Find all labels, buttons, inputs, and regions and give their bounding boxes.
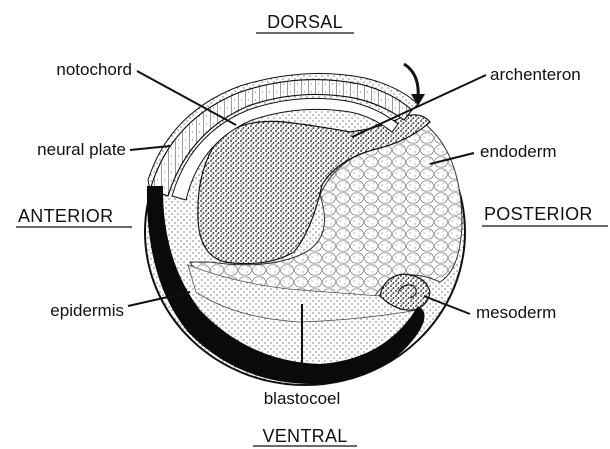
archenteron-label: archenteron xyxy=(490,65,581,84)
dorsal-label: DORSAL xyxy=(267,12,343,32)
blastocoel-label: blastocoel xyxy=(264,389,341,408)
neural-plate-label: neural plate xyxy=(37,140,126,159)
mesoderm-label: mesoderm xyxy=(476,303,556,322)
posterior-label: POSTERIOR xyxy=(484,204,593,224)
endoderm-label: endoderm xyxy=(480,142,557,161)
notochord-label: notochord xyxy=(56,60,132,79)
dorsal-lip-arrow xyxy=(404,64,418,98)
embryo xyxy=(145,64,465,385)
epidermis-label: epidermis xyxy=(50,301,124,320)
ventral-label: VENTRAL xyxy=(262,426,347,446)
anterior-label: ANTERIOR xyxy=(18,206,113,226)
